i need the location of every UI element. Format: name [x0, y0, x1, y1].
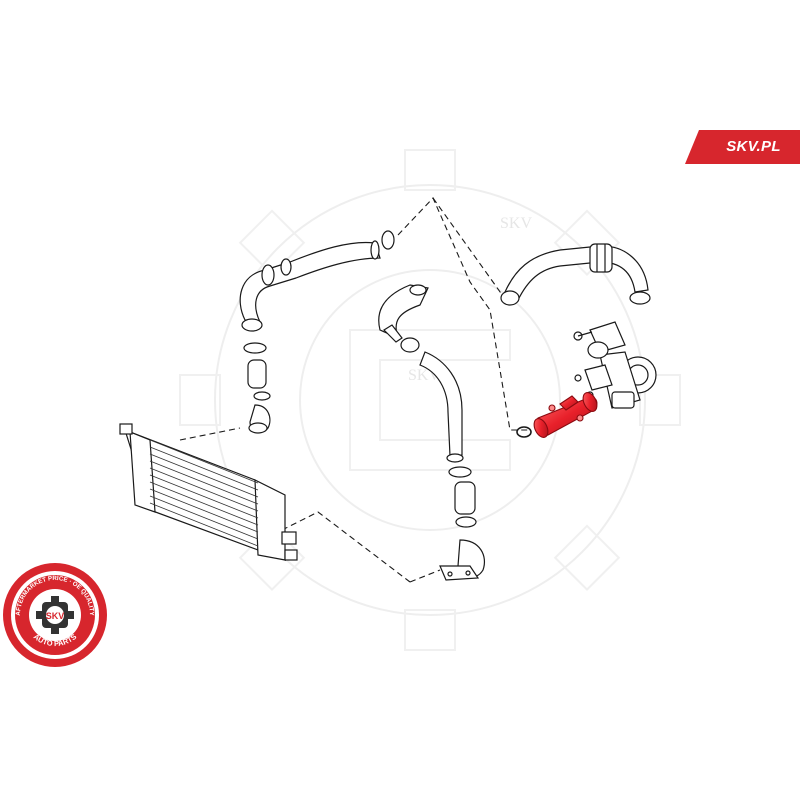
seal-center-text: SKV	[46, 611, 65, 621]
intercooler	[119, 423, 298, 562]
upper-right-hose	[500, 243, 651, 306]
highlighted-pipe-clamp	[516, 426, 532, 438]
middle-hose	[378, 284, 464, 463]
skv-auto-parts-seal: SKV AFTERMARKET PRICE · OE QUALITY AUTO …	[3, 563, 107, 667]
brand-tag: SKV.PL	[685, 130, 800, 164]
left-upper-hose	[239, 230, 395, 332]
left-lower-pipe-set	[243, 342, 271, 434]
highlighted-intake-pipe	[533, 392, 598, 438]
gear-watermark	[179, 149, 681, 651]
brand-tag-shape	[685, 130, 800, 164]
middle-lower-pipe-set	[439, 466, 485, 581]
brand-site-label: SKV.PL	[726, 138, 781, 155]
connection-lines	[179, 197, 530, 583]
watermark-label: SKV	[500, 215, 532, 232]
